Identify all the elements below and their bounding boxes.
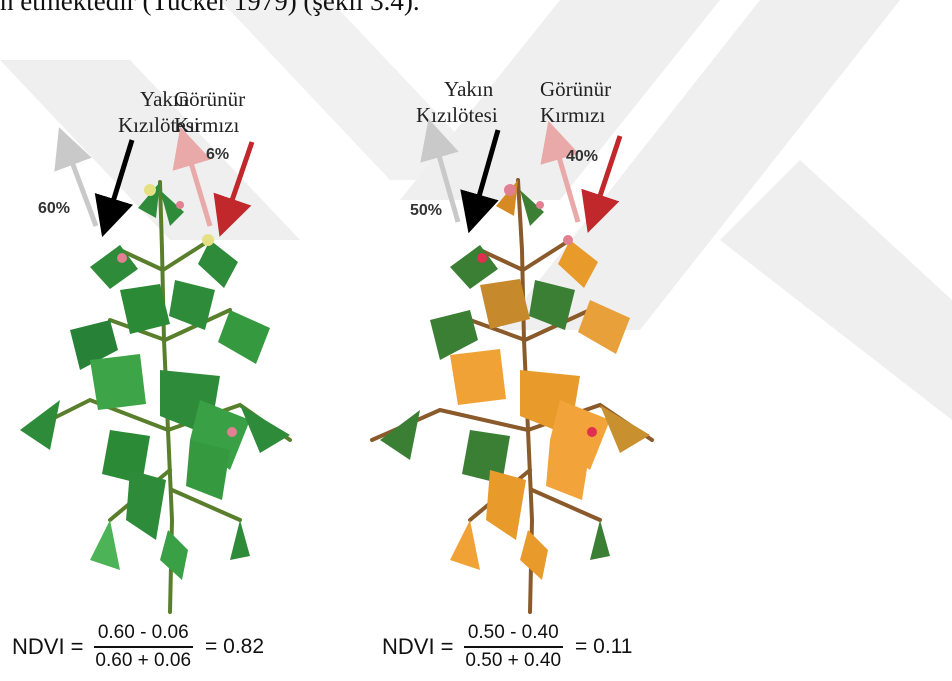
ndvi-fraction: 0.50 - 0.40 0.50 + 0.40 xyxy=(461,622,565,672)
nir-reflectance-2: 50% xyxy=(410,202,443,219)
ndvi-result: = 0.82 xyxy=(205,635,265,658)
ndvi-formula-2: NDVI = 0.50 - 0.40 0.50 + 0.40 = 0.11 xyxy=(382,622,632,672)
nir-reflect-arrow-2 xyxy=(420,118,461,223)
ndvi-denominator: 0.50 + 0.40 xyxy=(465,650,562,671)
red-incoming-arrow-2 xyxy=(581,135,623,233)
equals-sign: = xyxy=(440,634,454,659)
header-text: n etmektedir (Tucker 1979) (şekil 3.4). xyxy=(0,0,420,16)
red-reflect-arrow-1 xyxy=(172,126,213,227)
ndvi-denominator: 0.60 + 0.06 xyxy=(95,650,192,671)
red-reflectance-2: 40% xyxy=(566,148,599,165)
ndvi-label: NDVI xyxy=(12,634,65,659)
nir-reflectance-1: 60% xyxy=(38,200,71,217)
ndvi-numerator: 0.50 - 0.40 xyxy=(463,622,563,648)
ndvi-numerator: 0.60 - 0.06 xyxy=(93,622,193,648)
red-reflect-arrow-2 xyxy=(540,120,581,223)
equals-sign: = xyxy=(70,634,84,659)
nir-reflect-arrow-1 xyxy=(54,127,99,227)
red-reflectance-1: 6% xyxy=(206,146,230,163)
ndvi-label: NDVI xyxy=(382,634,435,659)
ndvi-fraction: 0.60 - 0.06 0.60 + 0.06 xyxy=(91,622,195,672)
ndvi-result: = 0.11 xyxy=(575,635,633,658)
ndvi-formula-1: NDVI = 0.60 - 0.06 0.60 + 0.06 = 0.82 xyxy=(12,622,264,672)
nir-incoming-arrow-2 xyxy=(460,129,501,234)
nir-incoming-arrow-1 xyxy=(94,139,135,238)
red-incoming-arrow-1 xyxy=(213,141,255,237)
